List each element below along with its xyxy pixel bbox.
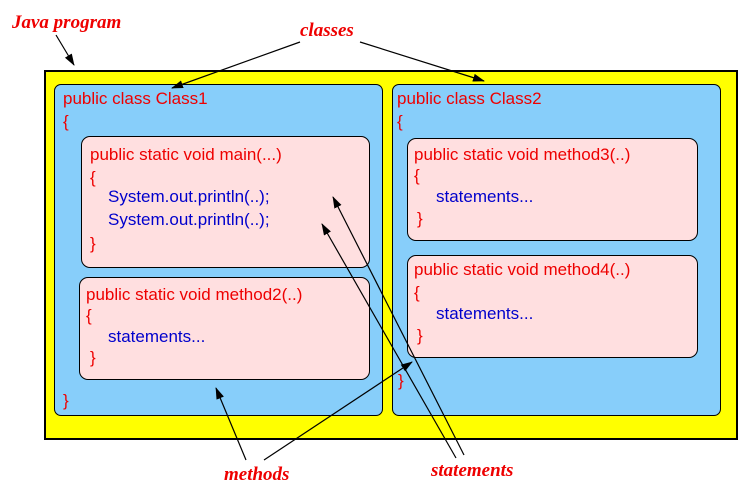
method3-box [407,138,698,241]
method2-open-brace: { [86,306,92,325]
main-method-close-brace: } [90,234,96,253]
class1-open-brace: { [63,112,69,131]
statements-label: statements [431,460,514,481]
arrow-program [55,34,75,66]
method2-close-brace: } [90,348,96,367]
method4-open-brace: { [414,283,420,302]
class2-header: public class Class2 [397,89,542,108]
java-program-label: Java program [12,12,122,33]
method3-statements: statements... [436,187,534,206]
main-statement-1: System.out.println(..); [108,187,270,206]
arrow-classes-2 [359,41,485,82]
class2-close-brace: } [398,371,404,390]
class2-open-brace: { [397,112,403,131]
method4-close-brace: } [417,326,423,345]
method4-header: public static void method4(..) [414,260,631,279]
method3-open-brace: { [414,166,420,185]
main-method-open-brace: { [90,168,96,187]
main-statement-2: System.out.println(..); [108,210,270,229]
method3-header: public static void method3(..) [414,145,631,164]
classes-label: classes [300,20,354,41]
methods-label: methods [224,464,290,485]
main-method-box [81,136,370,268]
arrow-statements-1 [332,196,465,456]
method4-box [407,255,698,358]
arrow-classes-1 [171,41,301,89]
main-method-header: public static void main(...) [90,145,282,164]
arrow-statements-2 [321,223,457,459]
method3-close-brace: } [417,209,423,228]
method2-header: public static void method2(..) [86,285,303,304]
method2-statements: statements... [108,327,206,346]
class1-header: public class Class1 [63,89,208,108]
arrow-methods-1 [215,387,247,461]
arrow-methods-2 [263,361,413,461]
method4-statements: statements... [436,304,534,323]
method2-box [79,277,370,380]
class1-close-brace: } [63,391,69,410]
